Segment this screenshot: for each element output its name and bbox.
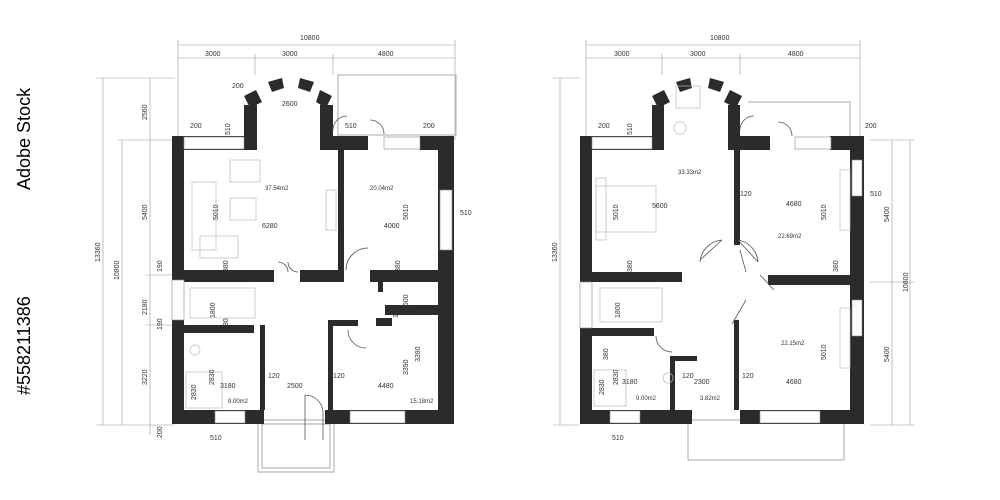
label-g: 380 bbox=[395, 260, 402, 272]
upper-furniture bbox=[593, 85, 851, 407]
left-segment-6: 3220 bbox=[142, 369, 149, 385]
upper-area-bedroom-1: 33.33m2 bbox=[678, 170, 702, 176]
room-area-study: 20.04m2 bbox=[370, 186, 394, 192]
upper-width-bath: 3180 bbox=[622, 379, 638, 386]
label-i: 1500 bbox=[403, 294, 410, 310]
right-dimension: 510 bbox=[460, 210, 472, 217]
label-j: 120 bbox=[393, 306, 400, 318]
left-dimension-lines bbox=[96, 77, 175, 435]
label-bay-width: 2600 bbox=[282, 101, 298, 108]
upper-right-outer: 10800 bbox=[903, 272, 910, 292]
upper-top-segment-2: 3000 bbox=[690, 51, 706, 58]
corridor-width: 2500 bbox=[287, 383, 303, 390]
ground-door-arcs bbox=[277, 115, 385, 440]
label-l: 120 bbox=[268, 373, 280, 380]
upper-label-stair: 1800 bbox=[615, 302, 622, 318]
stock-brand-text: Adobe Stock bbox=[14, 87, 34, 190]
upper-label-j: 510 bbox=[612, 435, 624, 442]
upper-top-segment-1: 3000 bbox=[614, 51, 630, 58]
upper-width-wc: 2300 bbox=[694, 379, 710, 386]
upper-right-seg-1: 5400 bbox=[884, 206, 891, 222]
room-width-living: 6280 bbox=[262, 223, 278, 230]
label-n: 2830 bbox=[209, 369, 216, 385]
upper-width-bedroom-3: 4680 bbox=[786, 379, 802, 386]
label-k: 2430 bbox=[415, 310, 431, 317]
upper-area-bedroom-3: 22.15m2 bbox=[781, 341, 805, 347]
upper-depth-bedroom-3: 5010 bbox=[821, 344, 828, 360]
left-segment-5: 190 bbox=[157, 318, 164, 330]
upper-left-total: 13360 bbox=[552, 242, 559, 262]
upper-top-total: 10800 bbox=[710, 35, 730, 42]
top-segment-3: 4800 bbox=[378, 51, 394, 58]
room-area-bath: 9.00m2 bbox=[228, 399, 249, 405]
left-segment-3: 190 bbox=[157, 260, 164, 272]
label-a: 200 bbox=[190, 123, 202, 130]
upper-label-i: 2830 bbox=[613, 369, 620, 385]
upper-depth-bedroom-1: 5010 bbox=[613, 204, 620, 220]
upper-label-e: 380 bbox=[833, 260, 840, 272]
label-c: 510 bbox=[225, 123, 232, 135]
label-stair: 1800 bbox=[210, 302, 217, 318]
upper-door-arcs bbox=[655, 115, 793, 353]
top-segment-1: 3000 bbox=[205, 51, 221, 58]
left-segment-1: 2560 bbox=[142, 104, 149, 120]
upper-width-bedroom-1: 5600 bbox=[652, 203, 668, 210]
upper-walls bbox=[580, 78, 864, 424]
top-dimension-lines bbox=[177, 40, 456, 140]
upper-label-h: 120 bbox=[742, 373, 754, 380]
label-d: 200 bbox=[423, 123, 435, 130]
upper-width-bedroom-2: 4680 bbox=[786, 201, 802, 208]
left-segment-2: 5400 bbox=[142, 204, 149, 220]
upper-area-bedroom-2: 22.69m2 bbox=[778, 234, 802, 240]
upper-area-wc: 3.82m2 bbox=[700, 396, 721, 402]
upper-floor-plan: 10800 3000 3000 4800 13360 10800 5400 54… bbox=[552, 35, 915, 461]
room-area-living: 37.54m2 bbox=[265, 186, 289, 192]
room-depth-study: 5010 bbox=[403, 204, 410, 220]
upper-right-seg-2: 5400 bbox=[884, 346, 891, 362]
ground-furniture bbox=[185, 159, 337, 409]
upper-right-label-1: 200 bbox=[865, 123, 877, 130]
label-b: 200 bbox=[232, 83, 244, 90]
room-area-kitchen: 15.18m2 bbox=[410, 399, 434, 405]
room-width-study: 4000 bbox=[384, 223, 400, 230]
top-total-dimension: 10800 bbox=[300, 35, 320, 42]
upper-depth-bath: 2830 bbox=[599, 379, 606, 395]
left-total-dimension: 13360 bbox=[95, 242, 102, 262]
room-width-bath: 3180 bbox=[220, 383, 236, 390]
label-e: 510 bbox=[210, 435, 222, 442]
upper-label-d: 380 bbox=[627, 260, 634, 272]
room-depth-living: 5010 bbox=[213, 204, 220, 220]
upper-label-a: 200 bbox=[598, 123, 610, 130]
stock-id-text: #558211386 bbox=[14, 296, 34, 395]
left-outer-dimension: 10800 bbox=[114, 260, 121, 280]
upper-depth-bedroom-2: 5010 bbox=[821, 204, 828, 220]
stock-watermark: #558211386 Adobe Stock bbox=[14, 87, 34, 395]
left-segment-4: 2180 bbox=[142, 299, 149, 315]
upper-label-f: 380 bbox=[603, 348, 610, 360]
room-depth-kitchen: 3390 bbox=[415, 346, 422, 362]
label-m: 120 bbox=[333, 373, 345, 380]
ground-windows bbox=[171, 136, 453, 424]
upper-label-g: 120 bbox=[682, 373, 694, 380]
label-h: 380 bbox=[223, 318, 230, 330]
label-o: 3390 bbox=[403, 359, 410, 375]
upper-side-dimension-lines bbox=[553, 77, 915, 426]
left-segment-7: 200 bbox=[157, 426, 164, 438]
top-segment-2: 3000 bbox=[282, 51, 298, 58]
room-width-kitchen: 4480 bbox=[378, 383, 394, 390]
upper-right-label-2: 510 bbox=[870, 191, 882, 198]
upper-windows bbox=[579, 136, 863, 424]
upper-top-segment-3: 4800 bbox=[788, 51, 804, 58]
upper-label-b: 510 bbox=[627, 123, 634, 135]
label-p: 510 bbox=[345, 123, 357, 130]
terrace-outline bbox=[257, 74, 457, 473]
ground-floor-plan: 10800 3000 3000 4800 13360 10800 2560 54… bbox=[95, 35, 472, 473]
upper-label-c: 120 bbox=[740, 191, 752, 198]
upper-top-dimension-lines bbox=[585, 40, 861, 140]
label-f: 380 bbox=[223, 260, 230, 272]
room-depth-bath: 2830 bbox=[191, 384, 198, 400]
upper-area-bath: 9.00m2 bbox=[636, 396, 657, 402]
